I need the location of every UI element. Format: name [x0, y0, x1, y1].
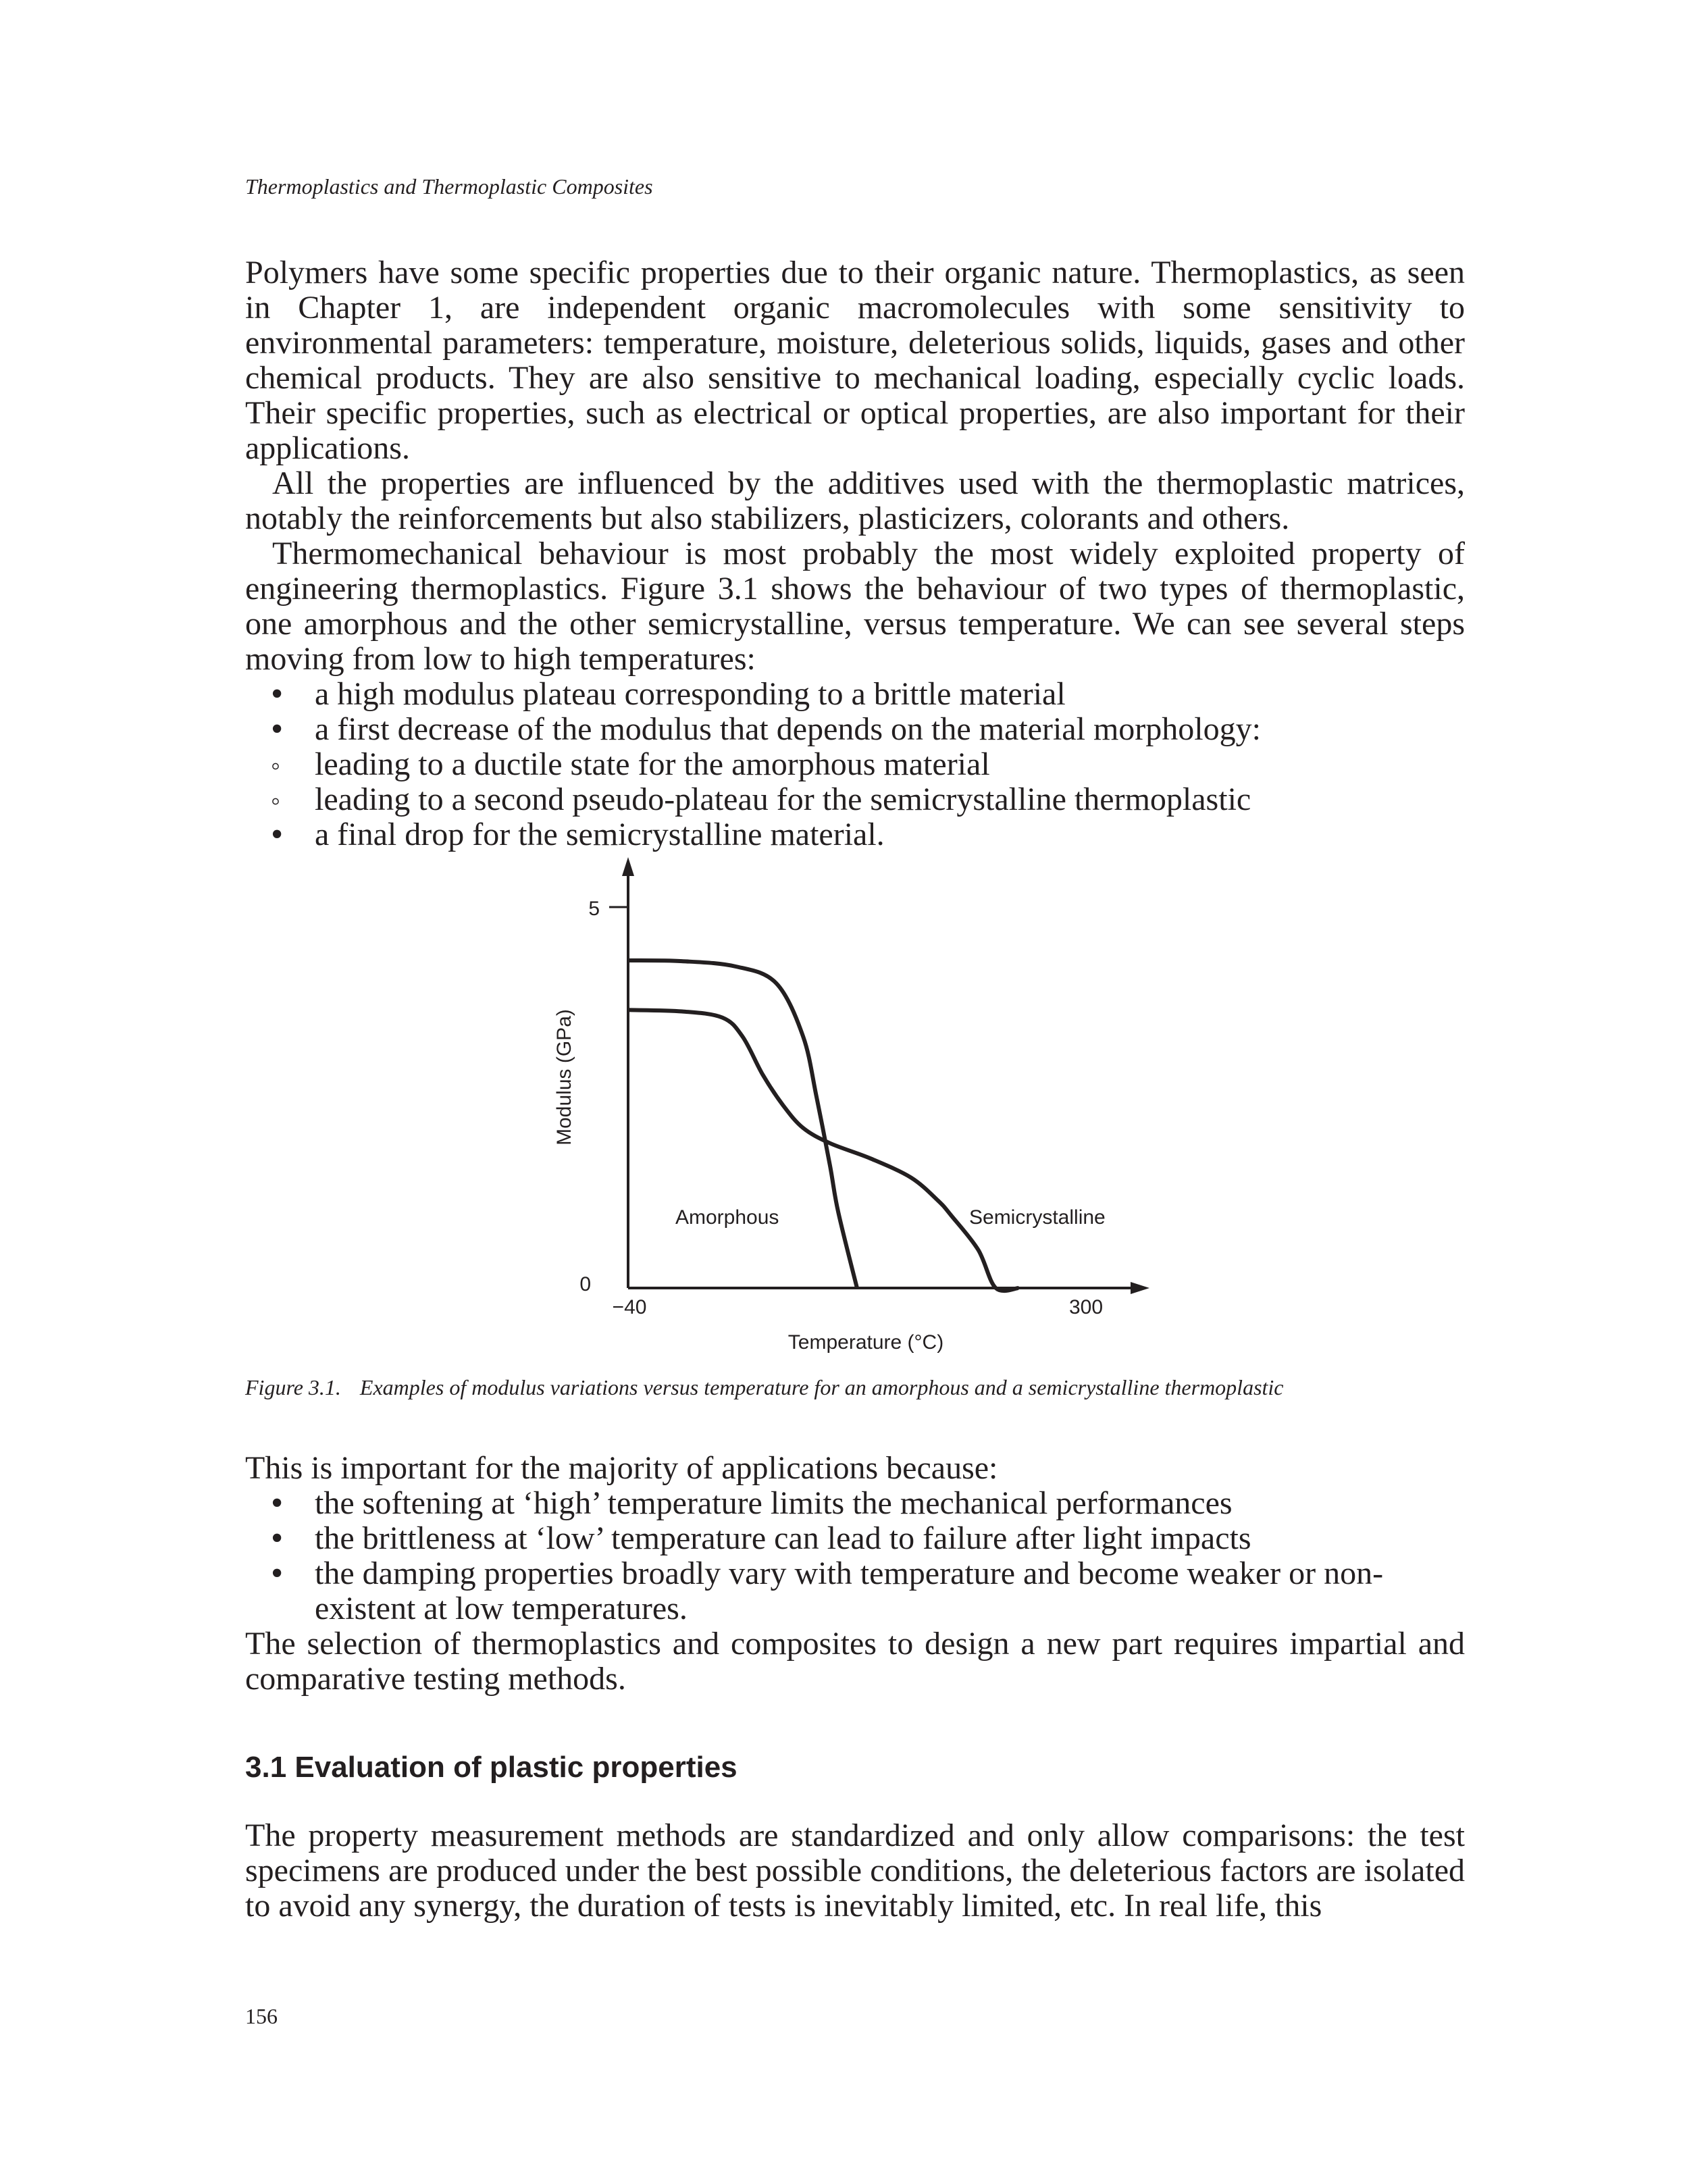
bullet-icon — [271, 1486, 283, 1522]
steps-list: a high modulus plateau corresponding to … — [245, 677, 1465, 852]
caption-number: Figure 3.1. — [245, 1375, 341, 1399]
x-tick-label-left: −40 — [613, 1296, 647, 1318]
selection-paragraph: The selection of thermoplastics and comp… — [245, 1626, 1465, 1697]
bullet-icon — [271, 677, 283, 713]
list-item: the damping properties broadly vary with… — [245, 1556, 1465, 1626]
evaluation-section: The property measurement methods are sta… — [245, 1818, 1465, 1924]
caption-text: Examples of modulus variations versus te… — [359, 1375, 1284, 1399]
annotation-amorphous: Amorphous — [675, 1206, 779, 1229]
bullet-icon — [271, 712, 283, 748]
running-header: Thermoplastics and Thermoplastic Composi… — [245, 174, 653, 199]
x-tick-label-right: 300 — [1069, 1296, 1103, 1318]
intro-section: Polymers have some specific properties d… — [245, 255, 1465, 852]
additives-paragraph: All the properties are influenced by the… — [245, 465, 1465, 536]
list-item: leading to a second pseudo-plateau for t… — [245, 782, 1465, 817]
y-tick-label-bottom: 0 — [579, 1273, 591, 1295]
x-axis-arrow-icon — [1131, 1282, 1149, 1294]
list-item: a final drop for the semicrystalline mat… — [245, 817, 1465, 852]
section-heading: 3.1 Evaluation of plastic properties — [245, 1751, 737, 1784]
sub-bullet-icon — [271, 782, 280, 819]
figure-caption: Figure 3.1. Examples of modulus variation… — [245, 1375, 1284, 1400]
x-axis-title: Temperature (°C) — [788, 1331, 943, 1354]
applications-section: This is important for the majority of ap… — [245, 1451, 1465, 1697]
annotation-semicrystalline: Semicrystalline — [969, 1206, 1106, 1229]
list-item: a high modulus plateau corresponding to … — [245, 677, 1465, 712]
list-item: the brittleness at ‘low’ temperature can… — [245, 1521, 1465, 1556]
y-axis-arrow-icon — [622, 857, 634, 876]
modulus-chart: 5 0 −40 300 Temperature (°C) Modulus (GP… — [553, 857, 1149, 1354]
series-line-amorphous — [627, 958, 859, 1289]
list-item: leading to a ductile state for the amorp… — [245, 747, 1465, 782]
modulus-figure: 5 0 −40 300 Temperature (°C) Modulus (GP… — [486, 848, 1162, 1368]
bullet-icon — [271, 1521, 283, 1557]
bullet-icon — [271, 817, 283, 853]
evaluation-paragraph: The property measurement methods are sta… — [245, 1818, 1465, 1924]
sub-bullet-icon — [271, 747, 280, 783]
y-axis-title: Modulus (GPa) — [553, 1009, 575, 1146]
bullet-icon — [271, 1556, 283, 1592]
y-tick-label-top: 5 — [588, 898, 600, 920]
series-line-semicrystalline — [627, 1008, 1019, 1293]
list-item: the softening at ‘high’ temperature limi… — [245, 1486, 1465, 1521]
applications-paragraph: This is important for the majority of ap… — [245, 1450, 998, 1486]
page-number: 156 — [245, 2004, 278, 2028]
list-item: a first decrease of the modulus that dep… — [245, 712, 1465, 747]
thermomechanical-paragraph: Thermomechanical behaviour is most proba… — [245, 536, 1465, 677]
intro-paragraph: Polymers have some specific properties d… — [245, 255, 1465, 466]
reasons-list: the softening at ‘high’ temperature limi… — [245, 1486, 1465, 1626]
